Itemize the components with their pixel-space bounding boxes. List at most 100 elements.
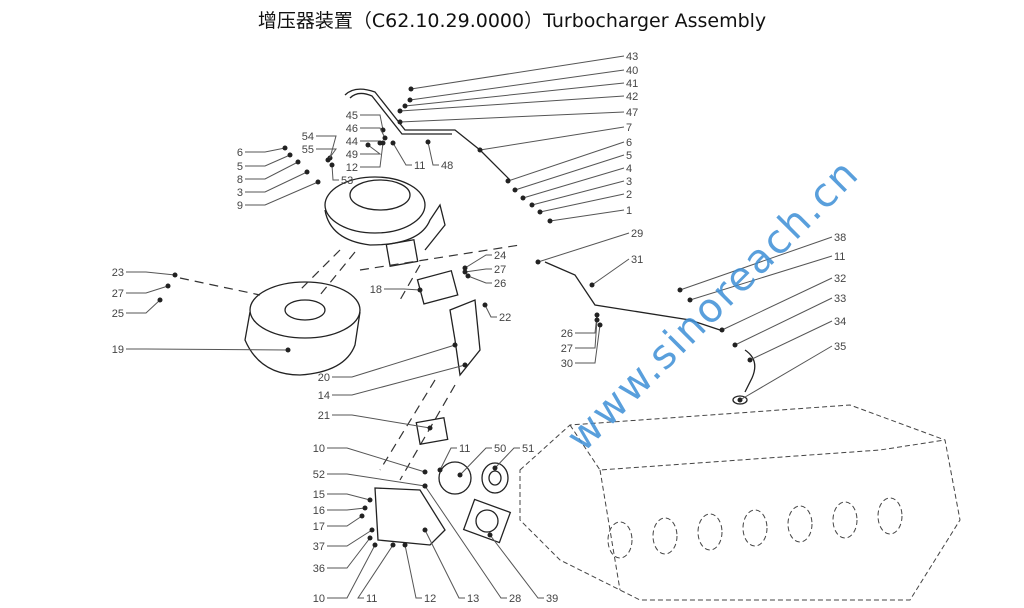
fastener-part (452, 342, 458, 348)
leader-line (575, 324, 601, 364)
leader-line (507, 141, 625, 182)
leader-line (327, 447, 426, 473)
leader-line (404, 82, 625, 107)
fastener-part (462, 362, 468, 368)
fastener-part (417, 287, 423, 293)
title-chinese: 增压器装置 (257, 10, 353, 32)
cylinder-bore (697, 513, 723, 551)
turbocharger (324, 176, 446, 268)
leader-line (327, 537, 371, 569)
fastener-part (407, 97, 413, 103)
leader-line (360, 142, 384, 168)
fastener-part (457, 472, 463, 478)
fastener-part (304, 169, 310, 175)
part-number-label: 42 (626, 91, 638, 103)
part-number-label: 35 (834, 341, 846, 353)
fastener-part (462, 265, 468, 271)
leader-line (126, 299, 161, 314)
engine-block (519, 404, 961, 601)
fastener-part (594, 317, 600, 323)
part-number-label: 15 (313, 489, 325, 501)
part-number-label: 1 (626, 205, 632, 217)
fastener-part (397, 119, 403, 125)
leader-line (424, 485, 507, 599)
leader-line (126, 285, 169, 294)
part-number-label: 10 (313, 443, 325, 455)
part-number-label: 8 (237, 174, 243, 186)
part-number-label: 7 (626, 122, 632, 134)
part-number-label: 21 (318, 410, 330, 422)
fastener-part (380, 140, 386, 146)
leader-line (245, 161, 299, 180)
part-number-label: 27 (112, 288, 124, 300)
part-number-label: 26 (561, 328, 573, 340)
leader-line (126, 271, 176, 276)
fastener-part (512, 187, 518, 193)
fastener-part (427, 425, 433, 431)
part-number-label: 19 (112, 344, 124, 356)
leader-line (409, 69, 625, 101)
cylinder-bore (607, 521, 633, 559)
fastener-part (365, 142, 371, 148)
leader-line (484, 304, 497, 318)
part-number-label: 46 (346, 123, 358, 135)
part-number-label: 11 (834, 251, 845, 263)
fastener-part (537, 209, 543, 215)
air-filter (244, 281, 361, 376)
part-number-label: 26 (494, 278, 506, 290)
leader-line (467, 275, 492, 284)
leader-line (591, 258, 630, 286)
fastener-part (589, 282, 595, 288)
part-number-label: 6 (626, 137, 632, 149)
part-number-label: 23 (112, 267, 124, 279)
fastener-part (157, 297, 163, 303)
fastener-part (719, 327, 725, 333)
leader-line (245, 147, 286, 153)
leader-line (537, 232, 630, 263)
fastener-part (359, 513, 365, 519)
leader-line (331, 164, 339, 181)
part-number-label: 13 (467, 593, 479, 605)
leader-line (689, 255, 833, 301)
leader-line (332, 364, 466, 396)
oil-pipe (344, 88, 511, 181)
leader-line (575, 319, 598, 349)
fastener-part (367, 497, 373, 503)
fastener-part (422, 527, 428, 533)
part-number-label: 33 (834, 293, 846, 305)
fastener-part (397, 108, 403, 114)
part-number-label: 3 (626, 176, 632, 188)
fastener-part (315, 179, 321, 185)
part-number-label: 10 (313, 593, 325, 605)
part-number-label: 45 (346, 110, 358, 122)
leader-line (734, 297, 833, 346)
part-number-label: 28 (509, 593, 521, 605)
part-number-label: 16 (313, 505, 325, 517)
leader-line (494, 447, 520, 469)
fastener-part (462, 269, 468, 275)
fastener-part (547, 218, 553, 224)
leader-line (360, 127, 386, 139)
fastener-part (372, 542, 378, 548)
fastener-part (477, 147, 483, 153)
fastener-part (520, 195, 526, 201)
cylinder-bore (832, 501, 858, 539)
fastener-part (390, 542, 396, 548)
fastener-part (402, 542, 408, 548)
part-number-label: 11 (459, 443, 470, 455)
part-number-label: 25 (112, 308, 124, 320)
part-number-label: 31 (631, 254, 643, 266)
leader-line (327, 529, 373, 547)
part-number-label: 5 (626, 150, 632, 162)
leader-line (360, 144, 382, 155)
fastener-part (172, 272, 178, 278)
leader-line (332, 344, 456, 378)
fastener-part (165, 283, 171, 289)
leader-line (384, 288, 421, 291)
leader-line (327, 515, 363, 527)
part-number-label: 40 (626, 65, 638, 77)
part-number-label: 22 (499, 312, 511, 324)
part-number-label: 36 (313, 563, 325, 575)
part-number-label: 37 (313, 541, 325, 553)
